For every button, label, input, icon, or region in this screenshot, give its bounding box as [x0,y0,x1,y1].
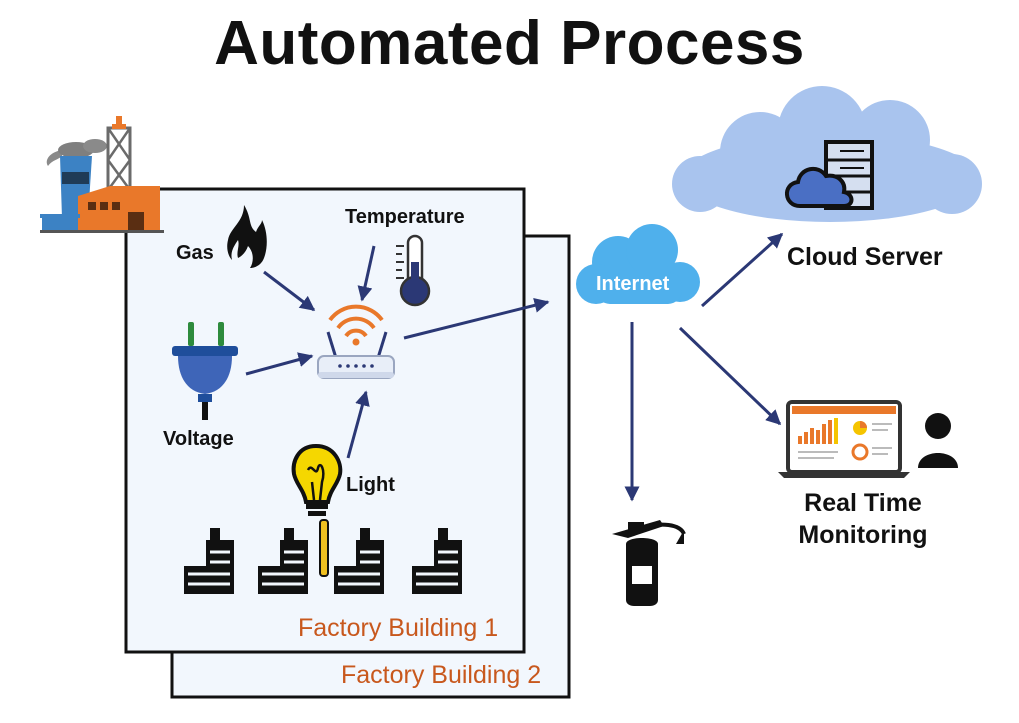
flame-icon [227,205,267,268]
fire-extinguisher-icon [612,520,686,606]
voltage-label: Voltage [163,428,234,450]
gas-label: Gas [176,242,214,264]
factory-icon [40,116,164,233]
light-bulb-icon [291,443,343,577]
building-icon [412,528,462,594]
arrow-light-to-router [346,390,370,459]
page-title: Automated Process [214,9,805,78]
internet-label: Internet [596,273,670,295]
temperature-label: Temperature [345,206,465,228]
arrow-gas-to-router [263,270,316,312]
monitoring-label-line1: Real Time [804,489,922,517]
light-label: Light [346,474,395,496]
connection-arrows [245,232,784,502]
factory-building-1-label: Factory Building 1 [298,614,499,642]
monitoring-label-line2: Monitoring [798,521,928,549]
internet-cloud-icon [576,224,700,304]
building-icon [184,528,234,594]
server-icon [785,140,874,210]
arrow-internet-to-monitoring [678,326,782,426]
arrow-temperature-to-router [357,245,376,302]
arrow-router-to-internet [403,297,550,340]
factory-building-2-label: Factory Building 2 [341,661,542,689]
building-icon [334,528,384,594]
power-plug-icon [172,322,238,420]
cloud-server-label: Cloud Server [787,243,943,271]
user-icon [918,413,958,468]
building-icon [258,528,308,594]
wifi-router-icon [317,304,395,379]
laptop-dashboard-icon [778,400,910,478]
arrow-internet-to-cloud [700,232,784,308]
thermometer-icon [396,234,431,307]
arrow-voltage-to-router [245,352,314,376]
